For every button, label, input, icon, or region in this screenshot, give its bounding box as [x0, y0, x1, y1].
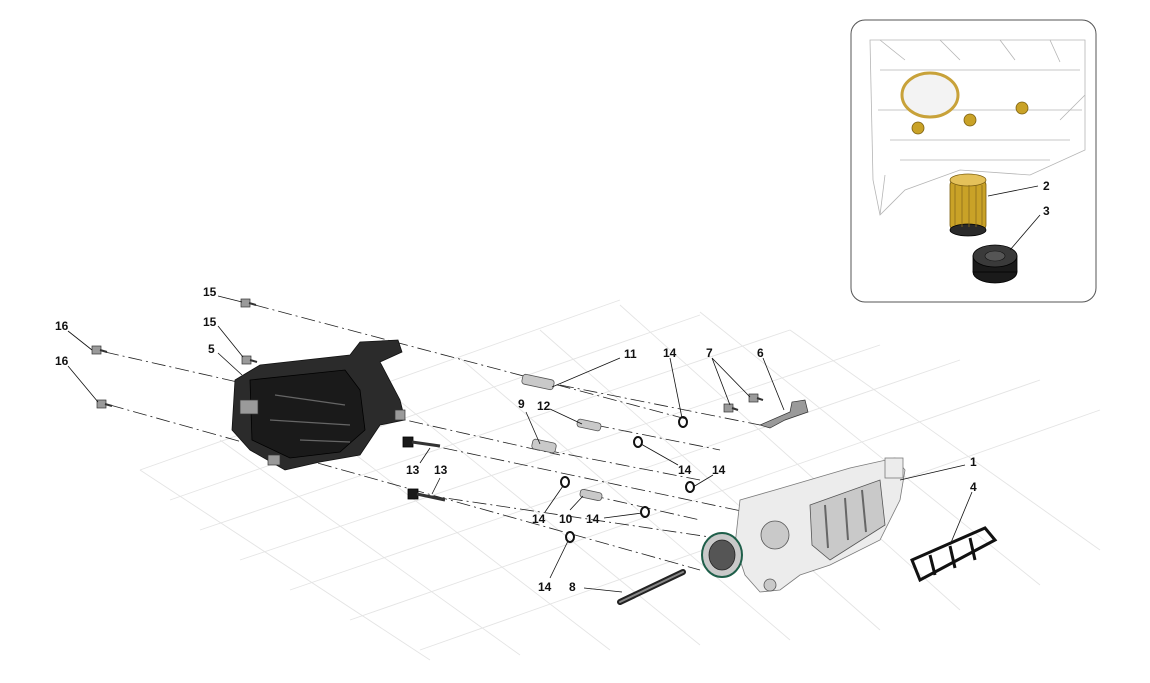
bolt-part-7-left: [723, 403, 739, 413]
label-8: 8: [569, 580, 576, 594]
sleeve-part-11: [521, 373, 555, 391]
label-14-low-right: 14: [586, 512, 600, 526]
label-16-upper: 16: [55, 319, 69, 333]
label-16-lower: 16: [55, 354, 69, 368]
label-14-bottom: 14: [538, 580, 552, 594]
sleeve-part-10: [579, 488, 603, 502]
bolt-part-15-lower: [241, 355, 258, 365]
o-ring-2: [633, 436, 643, 448]
bolt-part-15-upper: [240, 298, 257, 308]
callout-labels: 2 3 1 4 5 6 7 8 9 10 11 12 13 13 14 14 1…: [55, 179, 1050, 594]
o-rings-part-14: [560, 416, 695, 543]
bolt-part-7-right: [748, 393, 764, 403]
inset-box: [850, 19, 1097, 303]
label-5: 5: [208, 342, 215, 356]
assembly-axes: [104, 304, 761, 571]
stud-part-13-upper: [402, 436, 441, 448]
label-10: 10: [559, 512, 573, 526]
label-3: 3: [1043, 204, 1050, 218]
o-ring-1: [678, 416, 688, 428]
o-ring-4: [560, 476, 570, 488]
engine-head-sketch: [869, 39, 1086, 216]
label-14-mid-right: 14: [712, 463, 726, 477]
label-15-upper: 15: [203, 285, 217, 299]
o-ring-3: [685, 481, 695, 493]
cover-housing: [231, 339, 406, 471]
rod-part-8: [617, 569, 686, 605]
plug-1: [911, 121, 925, 135]
filter-cap: [972, 244, 1018, 284]
plug-3: [1015, 101, 1029, 115]
bracket-part-6: [758, 399, 809, 429]
stud-part-13-lower: [407, 488, 446, 502]
manifold-gasket: [910, 526, 998, 583]
label-9: 9: [518, 397, 525, 411]
label-11: 11: [624, 347, 637, 361]
label-4: 4: [970, 480, 977, 494]
floor-grid: [139, 299, 1101, 661]
oil-filter-cartridge: [949, 173, 987, 237]
sleeve-part-9: [531, 438, 557, 454]
plug-2: [963, 113, 977, 127]
label-14-mid-left: 14: [678, 463, 692, 477]
intake-manifold: [701, 457, 906, 593]
label-12: 12: [537, 399, 551, 413]
label-2: 2: [1043, 179, 1050, 193]
o-ring-5: [640, 506, 650, 518]
filter-seat: [900, 71, 960, 119]
leader-3: [1009, 214, 1041, 251]
label-13-left: 13: [406, 463, 420, 477]
bolt-part-16-upper: [91, 345, 108, 355]
label-6: 6: [757, 346, 764, 360]
bolt-part-16-lower: [96, 399, 113, 409]
leader-2: [987, 185, 1039, 197]
label-1: 1: [970, 455, 977, 469]
label-13-right: 13: [434, 463, 448, 477]
label-15-lower: 15: [203, 315, 217, 329]
leader-lines: [67, 295, 973, 593]
o-ring-6: [565, 531, 575, 543]
label-14-low-left: 14: [532, 512, 546, 526]
label-7: 7: [706, 346, 713, 360]
label-14-top: 14: [663, 346, 677, 360]
sleeve-part-12: [576, 418, 602, 432]
